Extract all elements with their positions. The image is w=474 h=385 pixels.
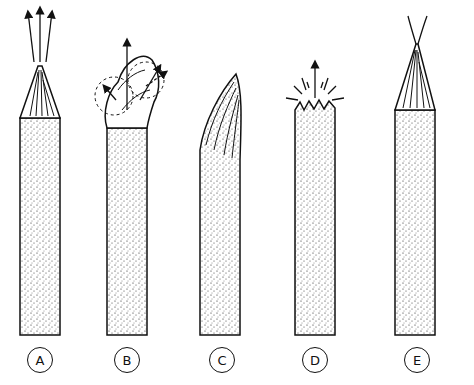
callout-circle: E [404, 347, 430, 373]
callout-letter: C [217, 354, 226, 367]
callout-letter: B [123, 354, 132, 367]
callout-circle: A [27, 347, 53, 373]
callout-circle: D [302, 347, 328, 373]
callout-letter: E [413, 354, 421, 367]
callout-circle: C [209, 347, 235, 373]
callout-letter: A [36, 354, 45, 367]
callout-circle: B [114, 347, 140, 373]
callout-letter: D [310, 354, 320, 367]
